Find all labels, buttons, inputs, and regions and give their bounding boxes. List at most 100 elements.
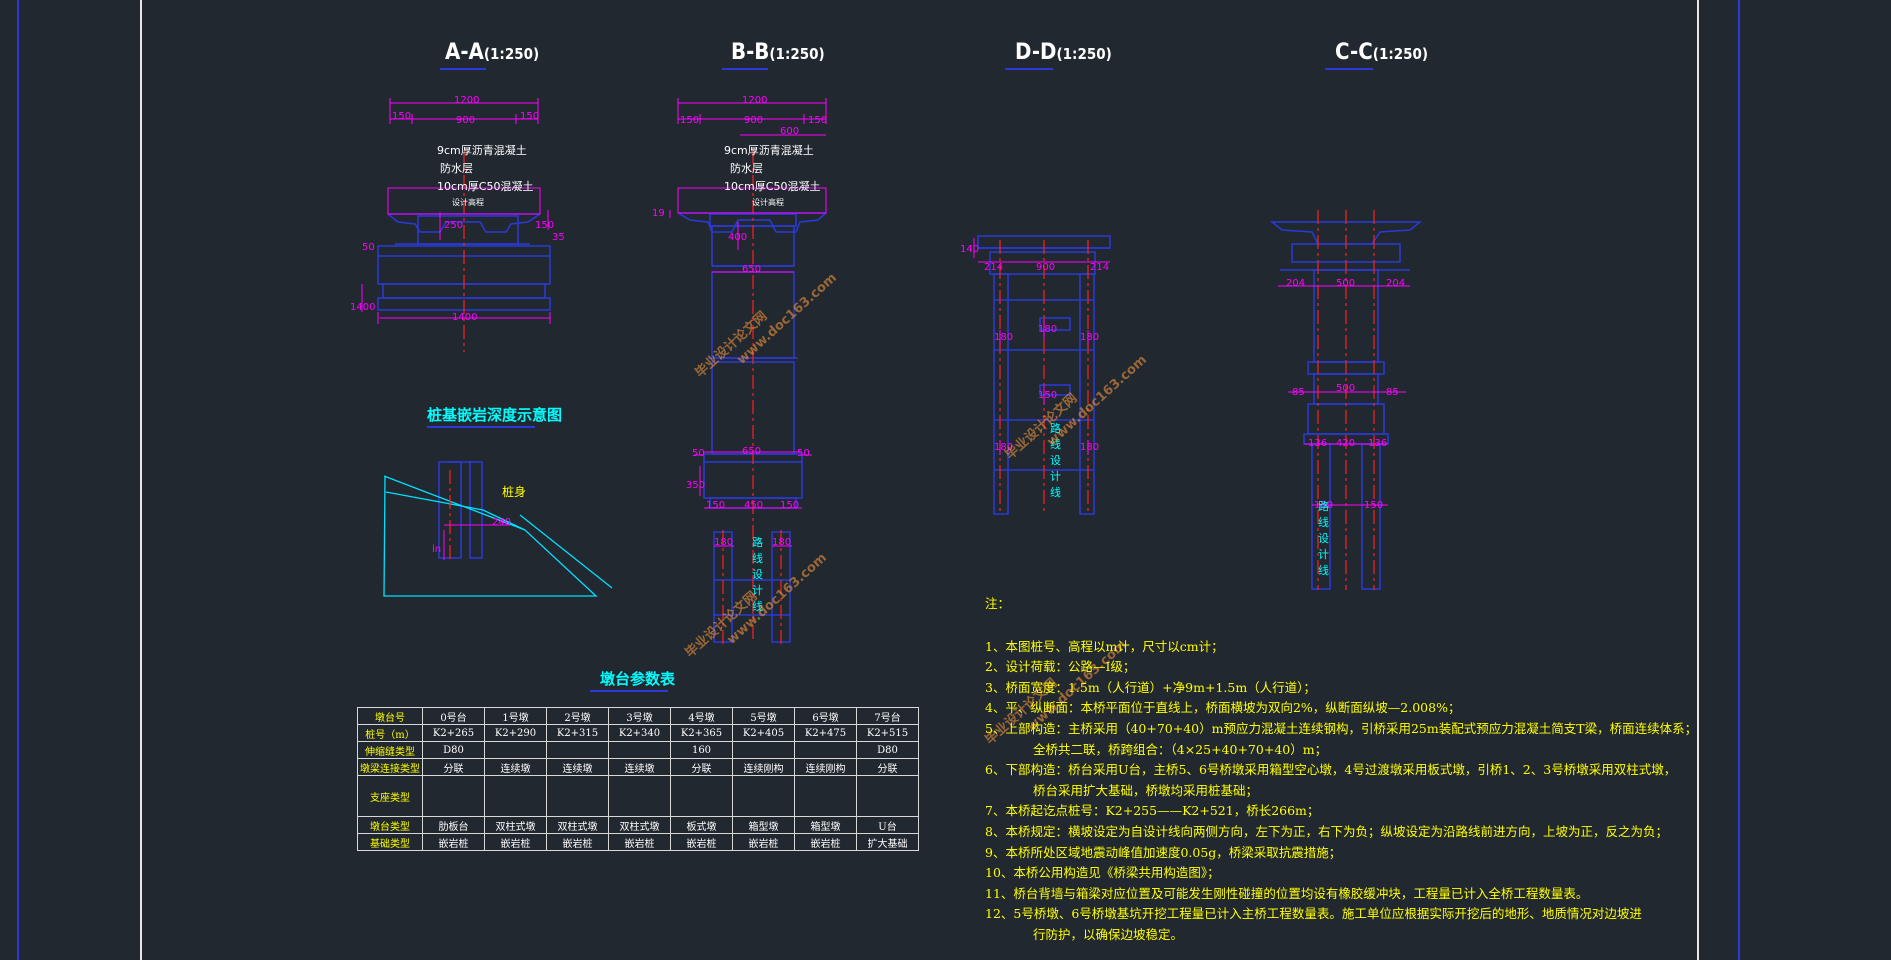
bb-dim-150-left: 150 [680,115,699,126]
table-cell: K2+475 [794,724,857,742]
aa-layer-waterproof: 防水层 [440,161,473,175]
table-cell: 嵌岩桩 [422,833,485,851]
table-cell: 分联 [422,758,485,776]
note-line: 8、本桥规定：横坡设定为自设计线向两侧方向，左下为正，右下为负；纵坡设定为沿路线… [985,823,1668,839]
table-cell: K2+315 [546,724,609,742]
bb-dim-600: 600 [780,126,799,137]
dd-dim-180-a: 180 [994,332,1013,343]
dd-dim-150: 150 [1038,390,1057,401]
aa-dim-900: 900 [456,115,475,126]
bb-route-char-2: 线 [752,551,763,565]
aa-dim-150-right: 150 [520,111,539,122]
dd-dimension-text: 140 214 900 214 180 180 180 150 180 180 [960,244,1109,453]
table-cell [608,775,671,817]
table-cell [546,741,609,759]
dd-dim-180-e: 180 [1080,442,1099,453]
table-cell [732,741,795,759]
table-cell: K2+405 [732,724,795,742]
table-cell: 连续刚构 [732,758,795,776]
table-cell: 连续墩 [608,758,671,776]
table-cell [422,775,485,817]
dd-route-text: 路 线 设 计 线 [1050,422,1061,499]
rock-diagram-structure [438,461,483,559]
cc-route-char-2: 线 [1318,515,1329,529]
aa-dim-150-left: 150 [392,111,411,122]
rock-diagram-title-underline [427,426,535,428]
params-table: 墩台号 0号台 1号墩 2号墩 3号墩 4号墩 5号墩 6号墩 7号台 桩号（m… [357,707,919,851]
table-cell: D80 [422,741,485,759]
bb-dim-650-top: 650 [742,264,761,275]
aa-dim-35: 35 [552,232,565,243]
table-row: 墩台类型 肋板台 双柱式墩 双柱式墩 双柱式墩 板式墩 箱型墩 箱型墩 U台 [357,816,919,834]
bb-dim-50-left: 50 [692,448,705,459]
table-cell: 嵌岩桩 [608,833,671,851]
table-cell: 6号墩 [794,707,857,725]
table-cell: 墩台号 [357,707,423,725]
table-cell [608,741,671,759]
table-cell: 嵌岩桩 [670,833,733,851]
table-cell [484,775,547,817]
table-row-header: 墩台号 0号台 1号墩 2号墩 3号墩 4号墩 5号墩 6号墩 7号台 [357,707,919,725]
table-row: 桩号（m） K2+265 K2+290 K2+315 K2+340 K2+365… [357,724,919,742]
params-table-title: 墩台参数表 [600,670,676,688]
bb-route-text: 路 线 设 计 线 [752,536,763,613]
watermark-1: 毕业设计论文网 www.doc163.com [692,271,840,381]
table-cell [670,775,733,817]
dd-dim-214-right: 214 [1090,262,1109,273]
aa-layer-concrete: 10cm厚C50混凝土 [437,179,533,193]
table-cell: 5号墩 [732,707,795,725]
bb-layer-text: 9cm厚沥青混凝土 防水层 10cm厚C50混凝土 设计高程 [724,143,820,207]
note-line: 4、平、纵断面：本桥平面位于直线上，桥面横坡为双向2%，纵断面纵坡—2.008%… [985,700,1461,716]
table-row: 伸缩缝类型 D80 160 D80 [357,741,919,759]
dd-dim-140: 140 [960,244,979,255]
bb-route-char-5: 线 [752,599,763,613]
table-cell [732,775,795,817]
table-row: 支座类型 [357,775,919,817]
note-line: 3、桥面宽度：1.5m（人行道）+净9m+1.5m（人行道）； [985,679,1316,695]
table-cell: D80 [856,741,919,759]
table-cell: 嵌岩桩 [794,833,857,851]
table-cell: 扩大基础 [856,833,919,851]
note-line: 11、桥台背墙与箱梁对应位置及可能发生刚性碰撞的位置均设有橡胶缓冲块，工程量已计… [985,885,1589,901]
view-title-aa: A-A(1:250) [445,40,540,65]
dd-route-char-3: 设 [1050,454,1061,467]
view-title-cc-underline [1325,68,1373,70]
cc-dim-500-mid: 500 [1336,383,1355,394]
table-cell: K2+365 [670,724,733,742]
bb-dim-900: 900 [744,115,763,126]
params-table-title-underline [590,690,668,692]
table-cell [546,775,609,817]
note-line: 2、设计荷载：公路—Ⅰ级； [985,659,1136,675]
table-cell: 0号台 [422,707,485,725]
cc-dim-204-right: 204 [1386,278,1405,289]
bb-dim-19: 19 [652,208,665,219]
design-notes: 注： 1、本图桩号、高程以m计，尺寸以cm计； 2、设计荷载：公路—Ⅰ级； 3、… [985,594,1697,946]
table-cell: K2+340 [608,724,671,742]
cc-dim-204-left: 204 [1286,278,1305,289]
table-row: 基础类型 嵌岩桩 嵌岩桩 嵌岩桩 嵌岩桩 嵌岩桩 嵌岩桩 嵌岩桩 扩大基础 [357,833,919,851]
table-row: 墩梁连接类型 分联 连续墩 连续墩 连续墩 分联 连续刚构 连续刚构 分联 [357,758,919,776]
cc-dimension-text: 204 500 204 85 500 85 136 420 136 150 15… [1286,278,1405,511]
view-title-bb-underline [722,68,768,70]
note-line: 行防护，以确保边坡稳定。 [1033,926,1184,942]
cc-route-char-5: 线 [1318,563,1329,577]
aa-dim-150-side: 150 [535,220,554,231]
cc-dim-85-left: 85 [1292,387,1305,398]
table-cell: 墩台类型 [357,816,423,834]
table-cell [794,775,857,817]
table-cell: K2+290 [484,724,547,742]
table-cell [794,741,857,759]
table-cell: 嵌岩桩 [484,833,547,851]
aa-layer-asphalt: 9cm厚沥青混凝土 [437,143,527,157]
cc-dim-500-top: 500 [1336,278,1355,289]
bb-dim-1200: 1200 [742,95,767,106]
rock-dim-side: ln [432,544,441,555]
aa-layer-text: 9cm厚沥青混凝土 防水层 10cm厚C50混凝土 设计高程 [437,143,533,207]
aa-layer-elevation: 设计高程 [452,197,484,207]
table-cell: 双柱式墩 [484,816,547,834]
cc-dim-85-right: 85 [1386,387,1399,398]
cc-route-char-3: 设 [1318,532,1329,545]
centerlines [449,150,1375,645]
